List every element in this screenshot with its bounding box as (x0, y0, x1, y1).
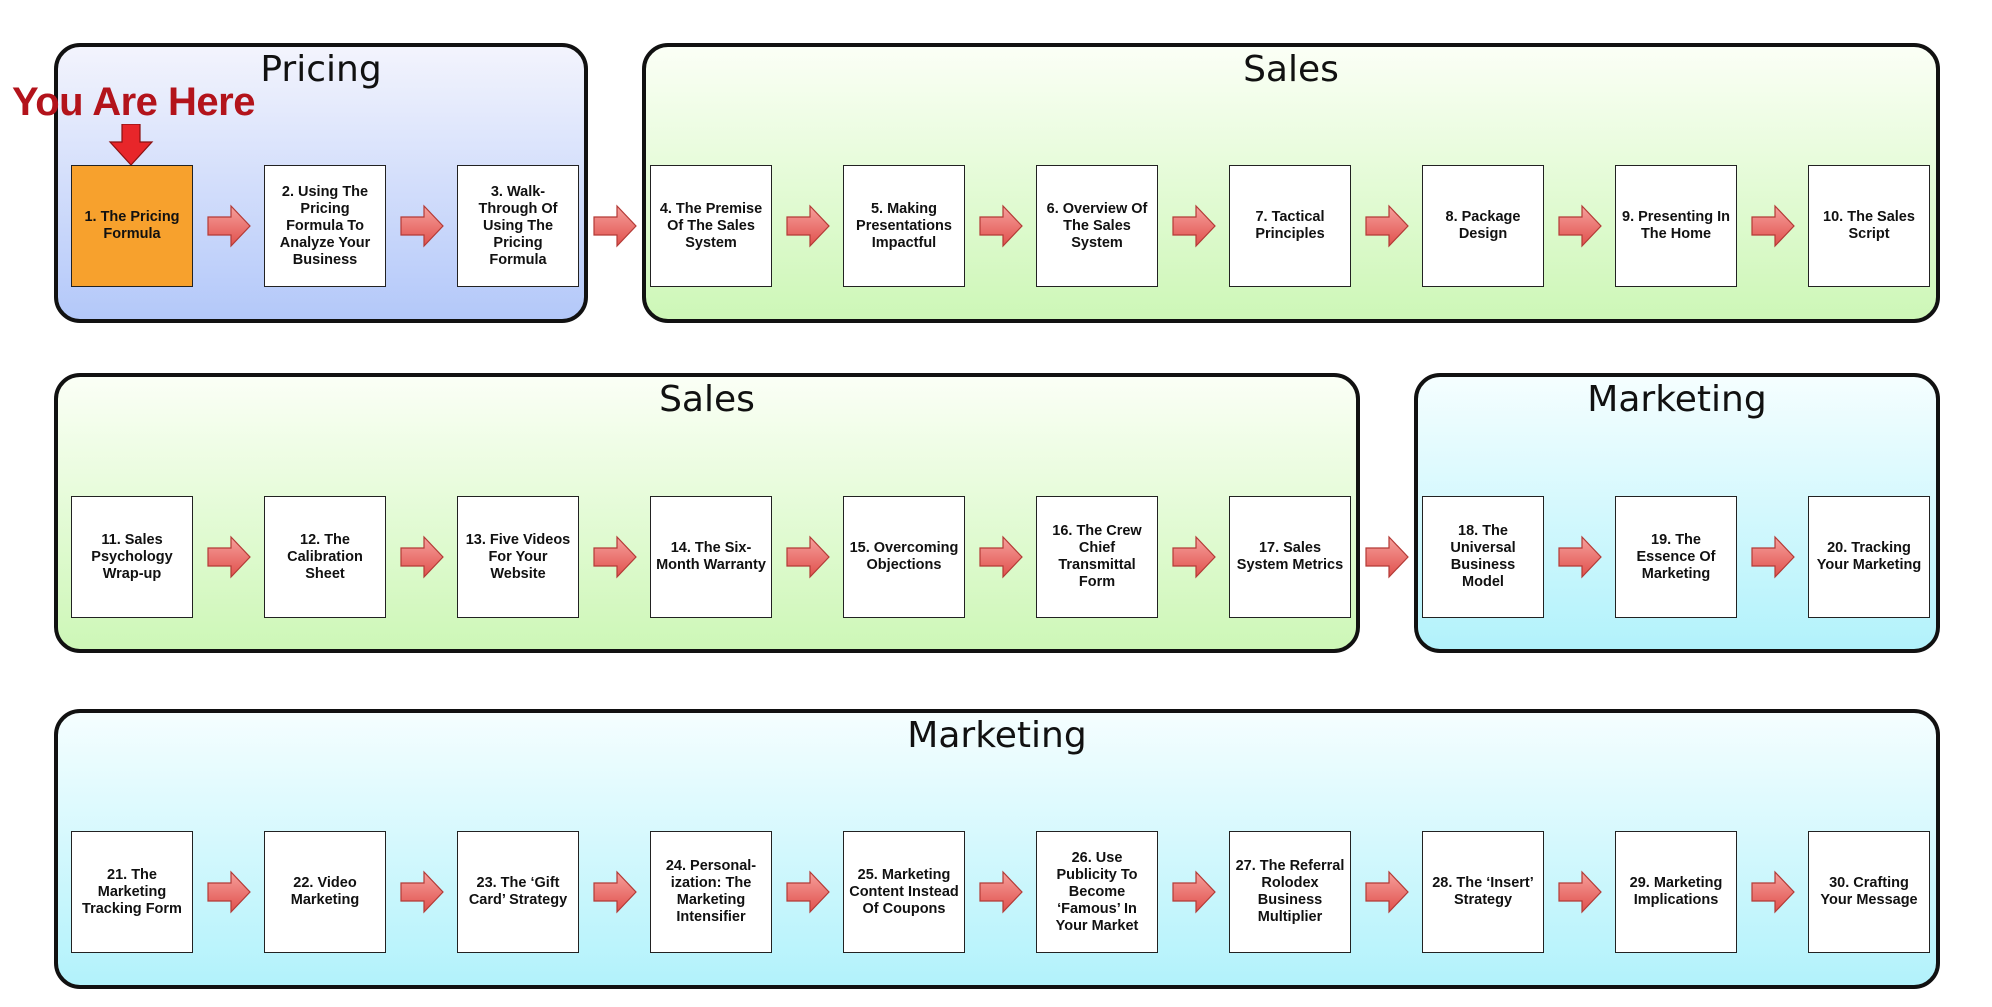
step-23: 23. The ‘Gift Card’ Strategy (457, 831, 579, 953)
step-22: 22. Video Marketing (264, 831, 386, 953)
step-26: 26. Use Publicity To Become ‘Famous’ In … (1036, 831, 1158, 953)
group-title: Sales (659, 379, 755, 420)
step-6: 6. Overview Of The Sales System (1036, 165, 1158, 287)
step-12: 12. The Calibration Sheet (264, 496, 386, 618)
step-8: 8. Package Design (1422, 165, 1544, 287)
step-11: 11. Sales Psychology Wrap-up (71, 496, 193, 618)
flow-arrow-icon (1364, 535, 1409, 579)
step-15: 15. Overcoming Objections (843, 496, 965, 618)
flow-arrow-icon (592, 204, 637, 248)
flow-arrow-icon (1171, 204, 1216, 248)
flow-arrow-icon (206, 535, 251, 579)
step-2: 2. Using The Pricing Formula To Analyze … (264, 165, 386, 287)
flow-arrow-icon (399, 870, 444, 914)
flow-arrow-icon (785, 204, 830, 248)
you-are-here-label: You Are Here (12, 80, 255, 124)
step-7: 7. Tactical Principles (1229, 165, 1351, 287)
flow-arrow-icon (1557, 535, 1602, 579)
flow-arrow-icon (1364, 204, 1409, 248)
step-20: 20. Tracking Your Marketing (1808, 496, 1930, 618)
flow-arrow-icon (1171, 535, 1216, 579)
flow-arrow-icon (785, 870, 830, 914)
flow-arrow-icon (592, 535, 637, 579)
flow-arrow-icon (1171, 870, 1216, 914)
step-14: 14. The Six-Month Warranty (650, 496, 772, 618)
flow-arrow-icon (1557, 204, 1602, 248)
flow-arrow-icon (978, 535, 1023, 579)
flow-arrow-icon (978, 204, 1023, 248)
step-19: 19. The Essence Of Marketing (1615, 496, 1737, 618)
step-3: 3. Walk-Through Of Using The Pricing For… (457, 165, 579, 287)
flow-arrow-icon (785, 535, 830, 579)
flow-arrow-icon (206, 204, 251, 248)
group-title: Sales (1243, 49, 1339, 90)
flow-arrow-icon (1557, 870, 1602, 914)
flow-arrow-icon (399, 204, 444, 248)
step-13: 13. Five Videos For Your Website (457, 496, 579, 618)
flow-arrow-icon (206, 870, 251, 914)
step-10: 10. The Sales Script (1808, 165, 1930, 287)
step-17: 17. Sales System Metrics (1229, 496, 1351, 618)
step-18: 18. The Universal Business Model (1422, 496, 1544, 618)
flow-arrow-icon (1750, 870, 1795, 914)
step-27: 27. The Referral Rolodex Business Multip… (1229, 831, 1351, 953)
step-9: 9. Presenting In The Home (1615, 165, 1737, 287)
group-title: Marketing (907, 715, 1087, 756)
step-4: 4. The Premise Of The Sales System (650, 165, 772, 287)
step-5: 5. Making Presentations Impactful (843, 165, 965, 287)
flow-arrow-icon (1750, 535, 1795, 579)
flow-arrow-icon (978, 870, 1023, 914)
flow-arrow-icon (592, 870, 637, 914)
step-1: 1. The Pricing Formula (71, 165, 193, 287)
flow-arrow-icon (1750, 204, 1795, 248)
step-28: 28. The ‘Insert’ Strategy (1422, 831, 1544, 953)
flow-arrow-icon (1364, 870, 1409, 914)
step-29: 29. Marketing Implications (1615, 831, 1737, 953)
group-title: Marketing (1587, 379, 1767, 420)
group-title: Pricing (260, 49, 382, 90)
step-25: 25. Marketing Content Instead Of Coupons (843, 831, 965, 953)
step-30: 30. Crafting Your Message (1808, 831, 1930, 953)
step-16: 16. The Crew Chief Transmittal Form (1036, 496, 1158, 618)
step-24: 24. Personal-ization: The Marketing Inte… (650, 831, 772, 953)
down-arrow-icon (108, 124, 154, 166)
flow-arrow-icon (399, 535, 444, 579)
step-21: 21. The Marketing Tracking Form (71, 831, 193, 953)
